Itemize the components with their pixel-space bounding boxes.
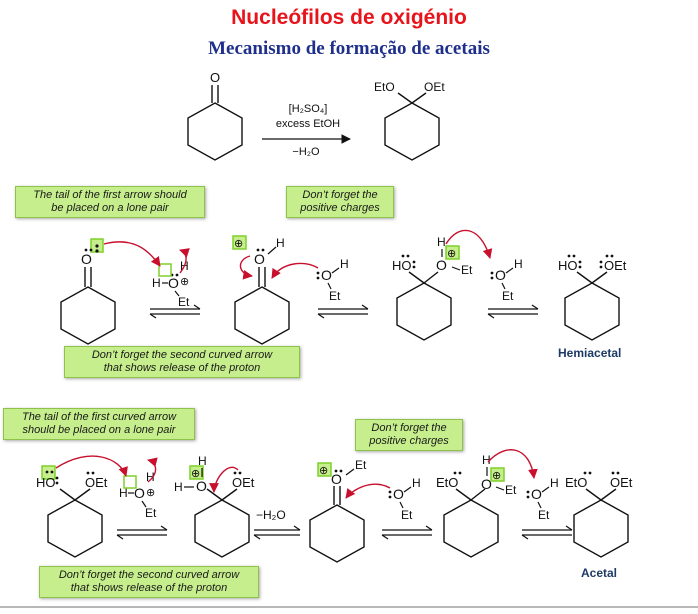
reagent-acid: [H₂SO₄] bbox=[289, 103, 328, 115]
water-loss-step-label: −H₂O bbox=[256, 508, 286, 522]
svg-text:⊕: ⊕ bbox=[319, 465, 328, 477]
equilibrium-arrow bbox=[149, 304, 201, 319]
bottom-divider bbox=[0, 606, 698, 608]
svg-text:O: O bbox=[331, 471, 342, 487]
equilibrium-arrow bbox=[381, 525, 433, 540]
acetal-product bbox=[384, 92, 440, 161]
svg-text:O: O bbox=[168, 275, 179, 291]
product-ethoxy-left: EtO bbox=[374, 80, 395, 94]
row2-protonated-acetal bbox=[443, 488, 499, 558]
svg-text:EtO: EtO bbox=[436, 475, 458, 490]
svg-text:H: H bbox=[119, 486, 128, 500]
equilibrium-arrow bbox=[521, 525, 573, 540]
note-second-curved-arrow: Don’t forget the second curved arrow tha… bbox=[64, 346, 300, 378]
svg-text:⊕: ⊕ bbox=[180, 276, 189, 288]
svg-text:H: H bbox=[174, 480, 183, 494]
svg-text:EtO: EtO bbox=[565, 475, 587, 490]
svg-text:OEt: OEt bbox=[232, 475, 255, 490]
note-positive-charges-2: Don’t forget the positive charges bbox=[355, 419, 463, 451]
hemiacetal-structure bbox=[564, 271, 620, 341]
svg-text:Et: Et bbox=[505, 483, 517, 497]
hemiacetal-label: Hemiacetal bbox=[558, 346, 622, 360]
row2-oxocarbenium bbox=[309, 486, 365, 563]
svg-text:O: O bbox=[81, 251, 92, 267]
cyclohexanone-reactant bbox=[187, 85, 243, 161]
svg-text:O: O bbox=[436, 257, 447, 273]
svg-text:⊕: ⊕ bbox=[447, 248, 456, 260]
svg-text:O: O bbox=[393, 486, 404, 502]
svg-text:H: H bbox=[550, 476, 559, 490]
svg-text:⊕: ⊕ bbox=[492, 470, 501, 482]
row1-ketone bbox=[60, 267, 116, 345]
svg-text:O: O bbox=[321, 267, 332, 283]
svg-text:H: H bbox=[514, 257, 523, 271]
svg-text:O: O bbox=[134, 485, 145, 501]
product-ethoxy-right: OEt bbox=[424, 80, 445, 94]
note-second-curved-arrow-2: Don’t forget the second curved arrow tha… bbox=[39, 566, 259, 598]
svg-text:Et: Et bbox=[461, 263, 473, 277]
svg-text:O: O bbox=[196, 478, 207, 494]
row2-hemiacetal bbox=[47, 488, 103, 558]
acetal-label: Acetal bbox=[581, 566, 618, 580]
page-subtitle: Mecanismo de formação de acetais bbox=[208, 38, 490, 59]
svg-text:O: O bbox=[481, 476, 492, 492]
svg-text:Et: Et bbox=[329, 289, 341, 303]
svg-text:Et: Et bbox=[145, 506, 157, 520]
curved-arrow-2 bbox=[179, 248, 190, 274]
svg-text:⊕: ⊕ bbox=[234, 238, 243, 250]
svg-text:H: H bbox=[198, 454, 207, 468]
page-title: Nucleófilos de oxigénio bbox=[231, 6, 467, 29]
svg-text:H: H bbox=[482, 453, 491, 467]
svg-text:Et: Et bbox=[502, 289, 514, 303]
equilibrium-arrow bbox=[317, 304, 369, 319]
svg-text:Et: Et bbox=[538, 508, 550, 522]
note-lone-pair-first-curved-arrow: The tail of the first curved arrow shoul… bbox=[3, 408, 195, 440]
svg-text:Et: Et bbox=[178, 295, 190, 309]
acetal-structure bbox=[573, 488, 629, 558]
svg-text:O: O bbox=[254, 251, 265, 267]
svg-text:H: H bbox=[437, 235, 446, 249]
equilibrium-arrow bbox=[253, 525, 301, 540]
svg-text:HO: HO bbox=[36, 475, 56, 490]
reagent-ethanol: excess EtOH bbox=[276, 118, 340, 130]
note-lone-pair-first-arrow: The tail of the first arrow should be pl… bbox=[15, 186, 205, 218]
svg-text:OEt: OEt bbox=[610, 475, 633, 490]
svg-text:HO: HO bbox=[392, 258, 412, 273]
svg-text:⊕: ⊕ bbox=[146, 487, 155, 499]
svg-text:H: H bbox=[276, 236, 285, 250]
svg-text:OEt: OEt bbox=[85, 475, 108, 490]
svg-text:H: H bbox=[340, 257, 349, 271]
svg-text:H: H bbox=[146, 470, 155, 484]
row1-protonated-ketone bbox=[234, 267, 290, 345]
svg-text:O: O bbox=[531, 486, 542, 502]
curved-arrow-1 bbox=[103, 241, 161, 267]
equilibrium-arrow bbox=[487, 304, 539, 319]
svg-text:H: H bbox=[412, 476, 421, 490]
svg-text:Et: Et bbox=[401, 508, 413, 522]
carbonyl-oxygen-label: O bbox=[210, 70, 220, 85]
svg-text:⊕: ⊕ bbox=[191, 468, 200, 480]
note-positive-charges: Don’t forget the positive charges bbox=[286, 186, 394, 218]
water-loss-label: −H₂O bbox=[292, 146, 320, 158]
equilibrium-arrow bbox=[116, 525, 168, 540]
svg-text:O: O bbox=[495, 267, 506, 283]
svg-text:H: H bbox=[152, 276, 161, 290]
row1-oxonium-intermediate bbox=[396, 271, 452, 341]
row2-protonated-hemiacetal bbox=[194, 488, 250, 558]
svg-text:Et: Et bbox=[355, 458, 367, 472]
svg-text:HO: HO bbox=[558, 258, 578, 273]
svg-text:OEt: OEt bbox=[604, 258, 627, 273]
